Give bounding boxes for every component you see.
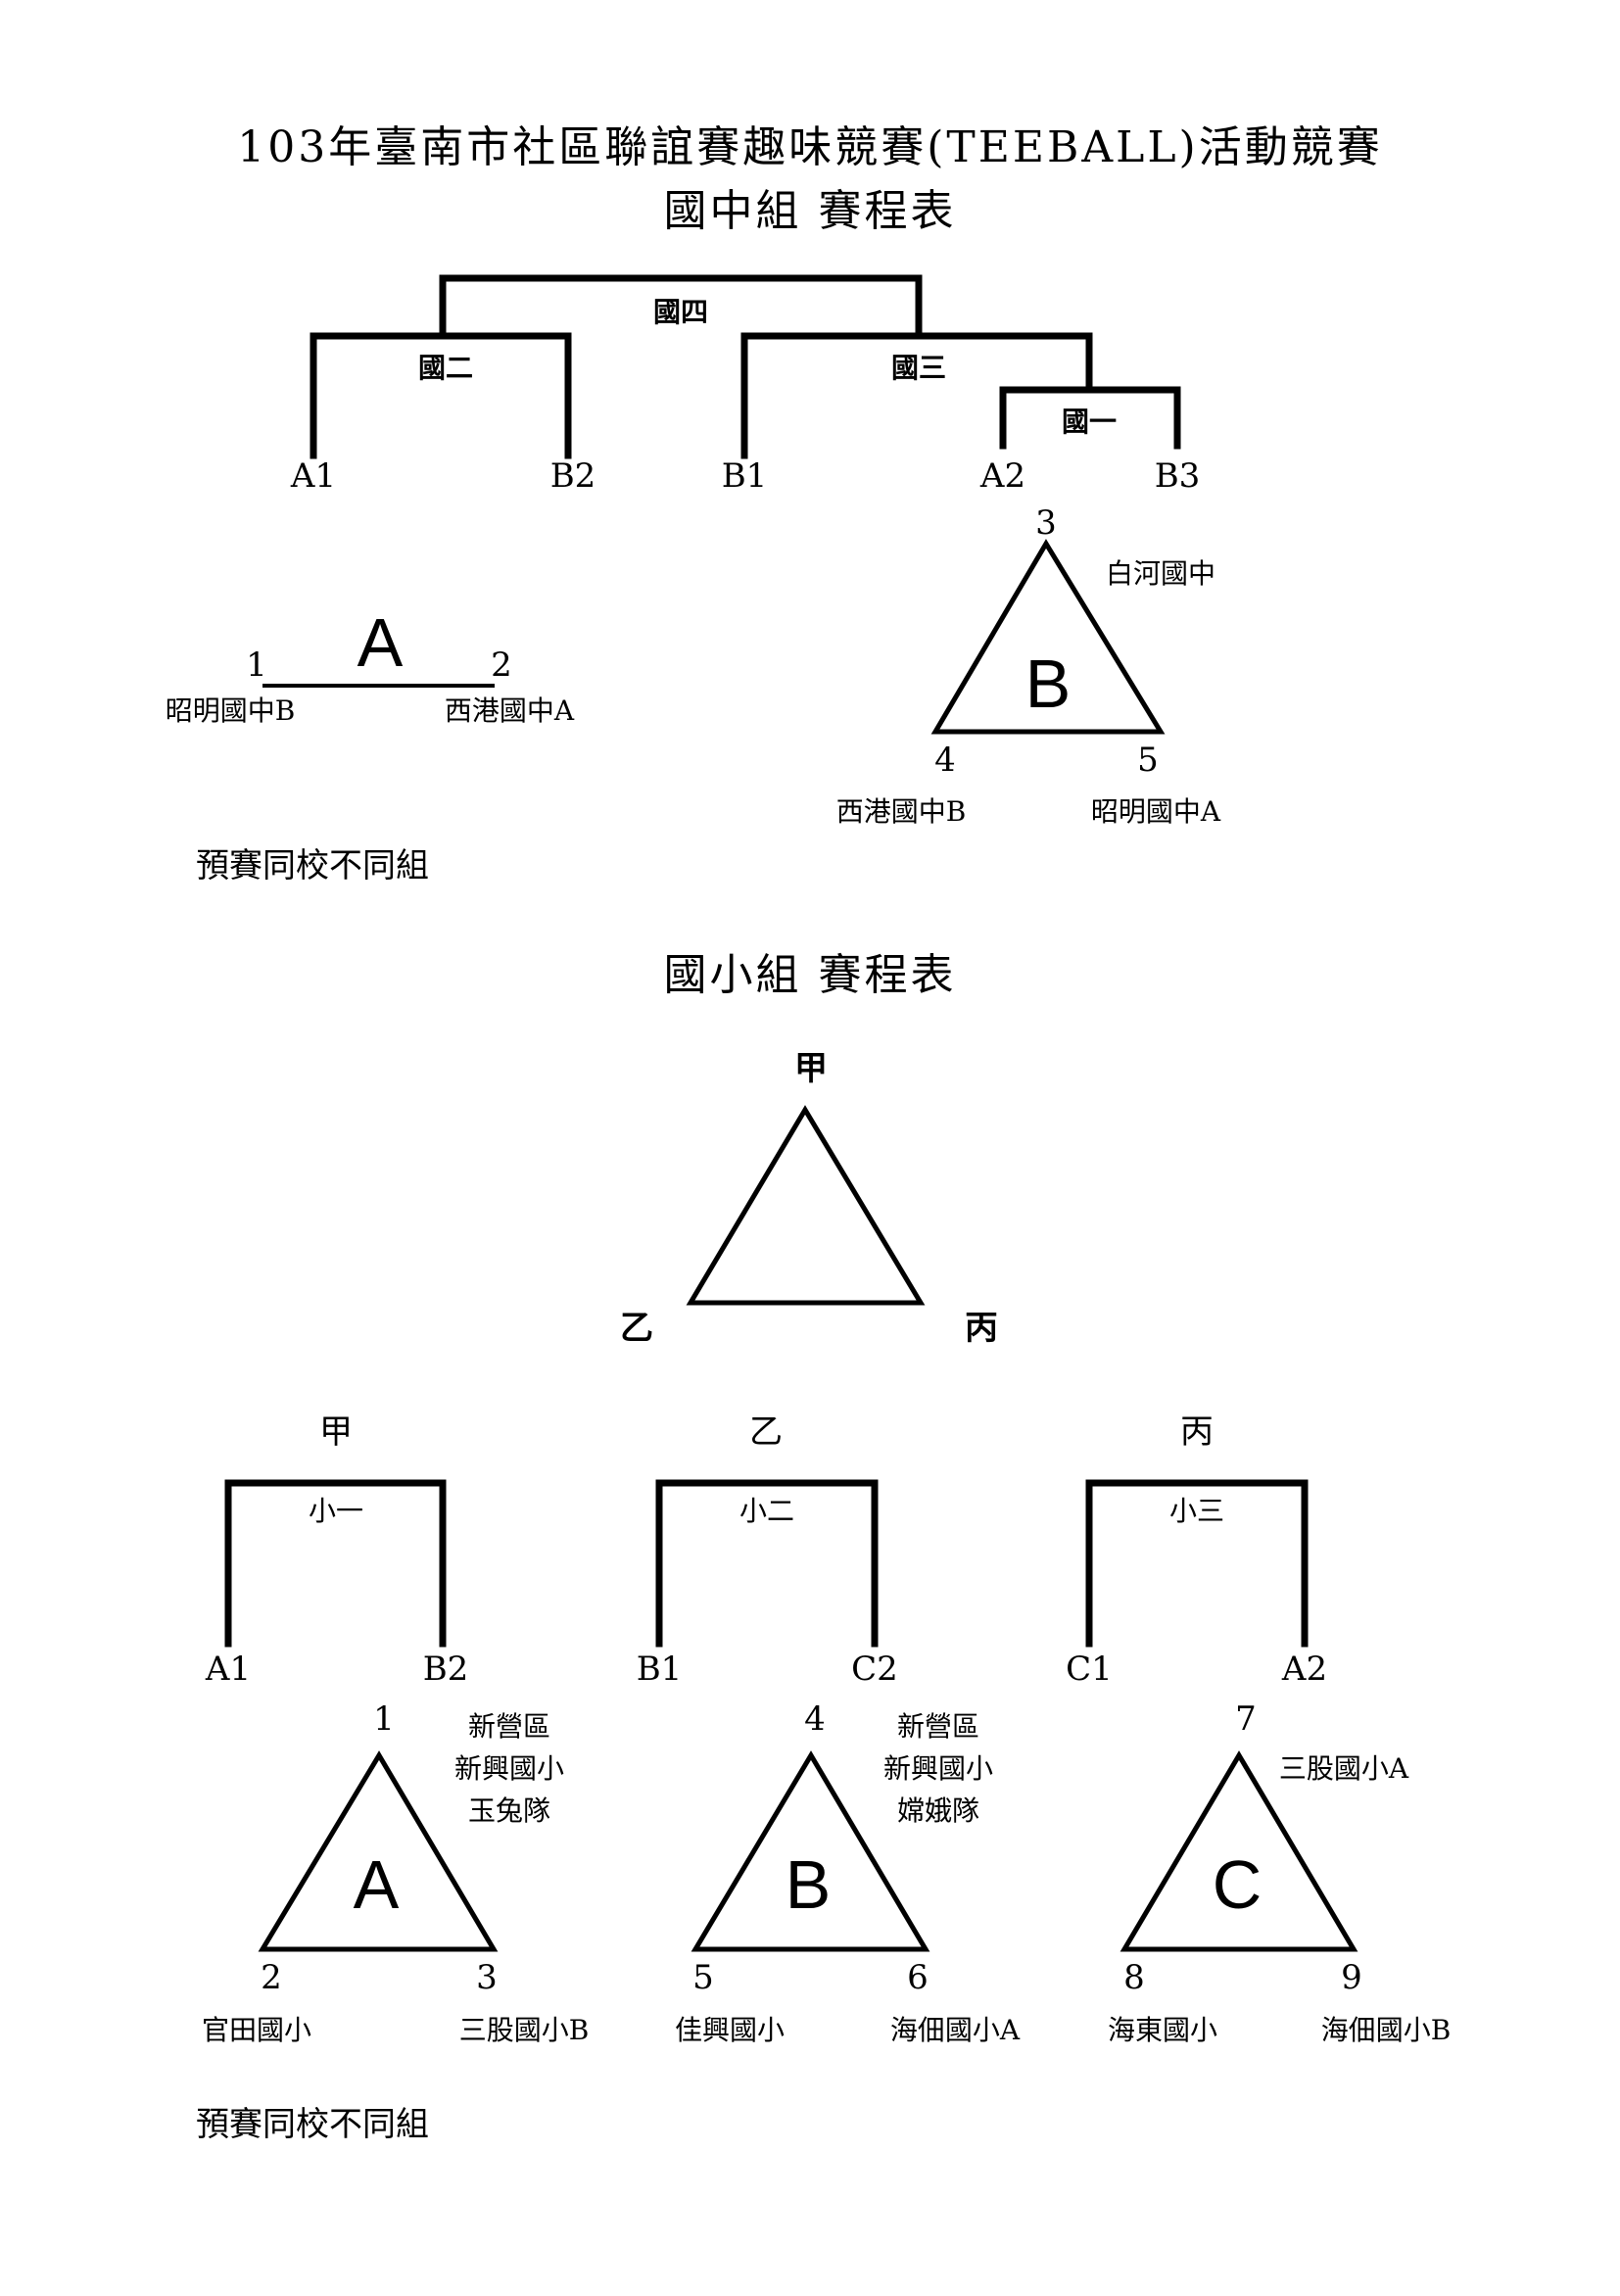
team-name: 海佃國小A bbox=[890, 2014, 1021, 2046]
slot-label: A2 bbox=[979, 456, 1025, 496]
bracket-head: 丙 bbox=[1180, 1412, 1214, 1452]
cross-group-label: 甲 bbox=[794, 1049, 828, 1088]
bracket-game-2-line bbox=[310, 332, 572, 459]
team-name: 白河國中 bbox=[1106, 557, 1215, 590]
team-name: 新營區 bbox=[468, 1710, 550, 1743]
team-name: 海東國小 bbox=[1108, 2014, 1217, 2046]
slot-label: B1 bbox=[722, 456, 768, 496]
position-number: 3 bbox=[1035, 503, 1057, 543]
team-name: 昭明國中B bbox=[166, 694, 296, 727]
junior-high-subtitle: 國中組 賽程表 bbox=[664, 186, 957, 236]
bracket-line bbox=[1085, 1479, 1309, 1648]
team-name: 新興國小 bbox=[883, 1752, 993, 1785]
bracket-game-1-line bbox=[999, 386, 1181, 450]
note-text: 預賽同校不同組 bbox=[196, 846, 429, 885]
position-number: 3 bbox=[476, 1958, 498, 1997]
game-label: 小三 bbox=[1169, 1495, 1224, 1527]
team-name: 新興國小 bbox=[454, 1752, 564, 1785]
cross-group-label: 丙 bbox=[965, 1309, 998, 1348]
game-label: 小二 bbox=[739, 1495, 794, 1527]
slot-label: B2 bbox=[550, 456, 596, 496]
position-number: 8 bbox=[1123, 1958, 1145, 1997]
team-name: 西港國中A bbox=[445, 694, 575, 727]
bracket-line bbox=[224, 1479, 447, 1648]
bracket-game-3-line bbox=[740, 332, 1093, 459]
group-letter: A bbox=[354, 1846, 400, 1923]
position-number: 9 bbox=[1341, 1958, 1362, 1997]
position-number: 7 bbox=[1235, 1699, 1257, 1739]
game-label: 國二 bbox=[418, 352, 473, 384]
group-letter: B bbox=[1025, 646, 1072, 722]
group-b-triangle bbox=[691, 1750, 930, 1952]
elementary-subtitle: 國小組 賽程表 bbox=[664, 950, 957, 1000]
cross-group-triangle bbox=[686, 1105, 926, 1306]
team-name: 昭明國中A bbox=[1091, 795, 1221, 828]
team-name: 嫦娥隊 bbox=[897, 1794, 979, 1827]
slot-label: A2 bbox=[1281, 1650, 1327, 1689]
team-name: 玉兔隊 bbox=[468, 1794, 550, 1827]
slot-label: C2 bbox=[851, 1650, 898, 1689]
slot-label: C1 bbox=[1066, 1650, 1113, 1689]
cross-group-label: 乙 bbox=[620, 1309, 653, 1348]
team-name: 新營區 bbox=[897, 1710, 979, 1743]
slot-label: B3 bbox=[1155, 456, 1201, 496]
game-label: 小一 bbox=[309, 1495, 363, 1527]
team-name: 海佃國小B bbox=[1321, 2014, 1452, 2046]
group-letter: B bbox=[786, 1846, 832, 1923]
position-number: 1 bbox=[373, 1699, 395, 1739]
position-number: 2 bbox=[491, 646, 512, 685]
bracket-line bbox=[655, 1479, 879, 1648]
position-number: 4 bbox=[804, 1699, 826, 1739]
game-label: 國一 bbox=[1062, 406, 1117, 438]
team-name: 三股國小A bbox=[1279, 1752, 1409, 1785]
document-title: 103年臺南市社區聯誼賽趣味競賽(TEEBALL)活動競賽 bbox=[237, 122, 1382, 172]
game-label: 國三 bbox=[891, 352, 946, 384]
game-label: 國四 bbox=[653, 296, 708, 328]
group-letter: C bbox=[1213, 1846, 1263, 1923]
bracket-final-line bbox=[439, 274, 923, 337]
slot-label: A1 bbox=[205, 1650, 251, 1689]
team-name: 三股國小B bbox=[459, 2014, 590, 2046]
bracket-head: 甲 bbox=[319, 1412, 353, 1452]
team-name: 官田國小 bbox=[202, 2014, 311, 2046]
group-c-triangle bbox=[1120, 1750, 1358, 1952]
group-b-triangle bbox=[930, 539, 1166, 735]
position-number: 1 bbox=[246, 646, 267, 685]
position-number: 5 bbox=[692, 1958, 714, 1997]
group-letter: A bbox=[357, 604, 404, 681]
bracket-head: 乙 bbox=[749, 1412, 783, 1452]
slot-label: A1 bbox=[290, 456, 336, 496]
team-name: 西港國中B bbox=[836, 795, 967, 828]
slot-label: B2 bbox=[423, 1650, 469, 1689]
position-number: 2 bbox=[261, 1958, 282, 1997]
position-number: 4 bbox=[934, 741, 956, 780]
team-name: 佳興國小 bbox=[675, 2014, 785, 2046]
note-text: 預賽同校不同組 bbox=[196, 2105, 429, 2144]
group-a-triangle bbox=[258, 1750, 499, 1952]
slot-label: B1 bbox=[637, 1650, 683, 1689]
position-number: 5 bbox=[1137, 741, 1159, 780]
position-number: 6 bbox=[907, 1958, 929, 1997]
